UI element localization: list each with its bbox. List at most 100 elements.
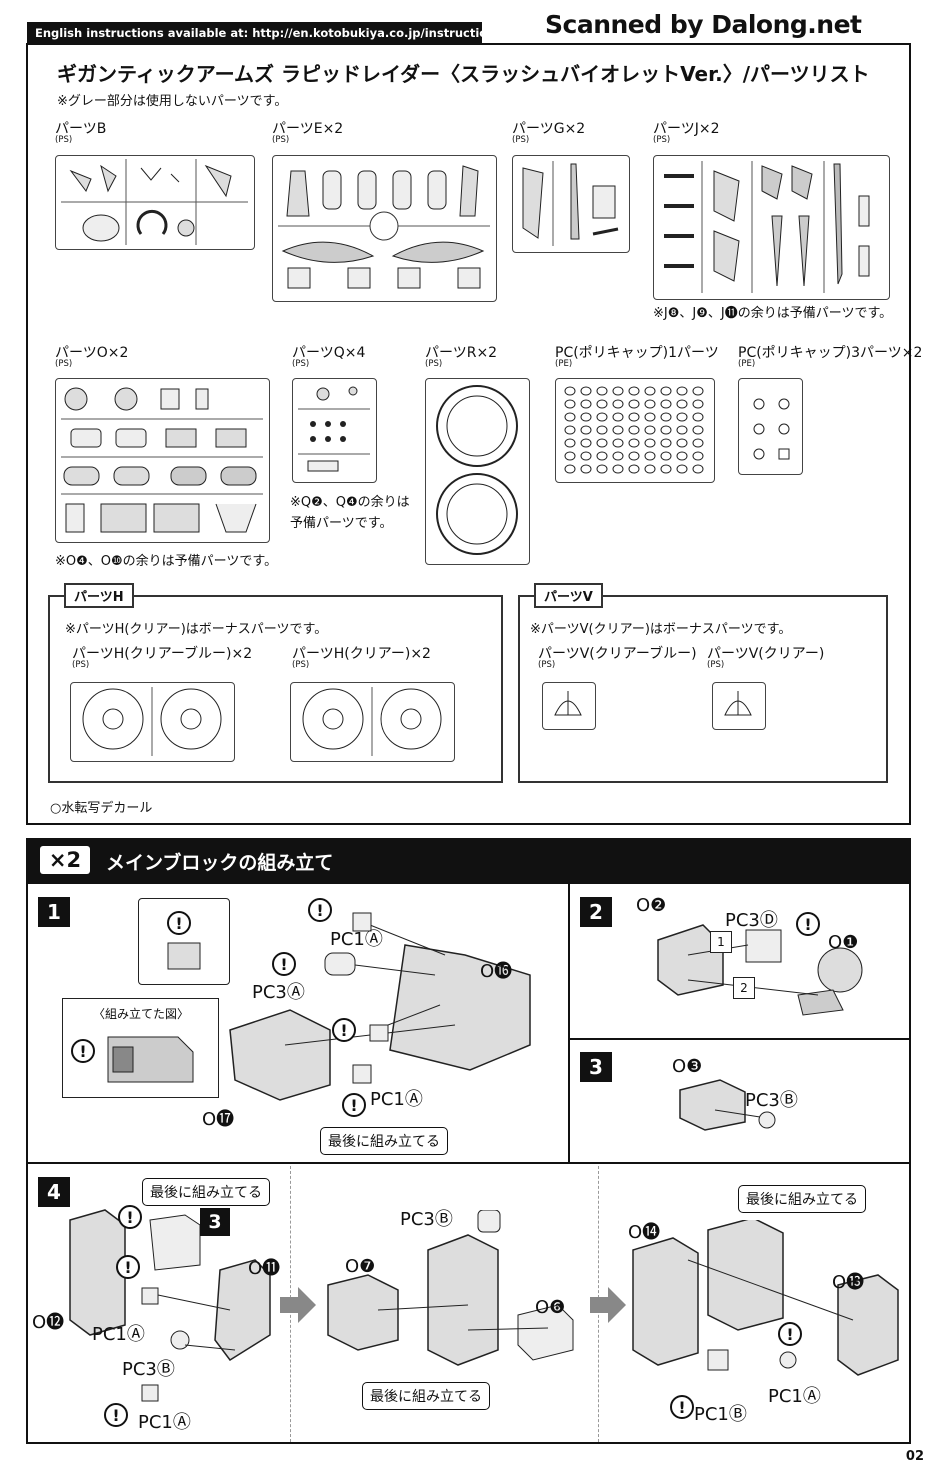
step-divider-horizontal [28, 1162, 910, 1164]
runner-q-material: (PS) [292, 359, 310, 369]
polycap-part [660, 425, 672, 435]
runner-e-material: (PS) [272, 135, 290, 145]
bonus-h-runner-blue [70, 682, 235, 762]
parts-list-frame [26, 43, 911, 825]
polycap-part [580, 399, 592, 409]
polycap-part [692, 399, 704, 409]
caution-icon: ! [342, 1093, 366, 1117]
caution-icon: ! [104, 1403, 128, 1427]
polycap-part [564, 386, 576, 396]
runner-r-parts-drawing [436, 385, 518, 555]
polycap-part [676, 425, 688, 435]
polycap-part [692, 438, 704, 448]
step-2-order-2: 2 [733, 977, 755, 999]
section-title: メインブロックの組み立て [106, 852, 334, 874]
polycap-part [612, 386, 624, 396]
runner-o-parts-drawing [61, 387, 263, 533]
polycap-part [644, 451, 656, 461]
bonus-h-variant2-label: パーツH(クリアー)×2 [292, 646, 431, 662]
polycap-part [596, 399, 608, 409]
polycap-part [676, 438, 688, 448]
polycap-part [692, 425, 704, 435]
polycap-part [612, 399, 624, 409]
step-4-middle-illustration [327, 1210, 574, 1366]
polycap-part [612, 412, 624, 422]
step-4-assemble-last-callout-2: 最後に組み立てる [362, 1382, 490, 1410]
polycap-part [596, 386, 608, 396]
step-4-part-o7: O❼ [345, 1256, 376, 1277]
bonus-v-variant2-label: パーツV(クリアー) [707, 646, 825, 662]
step-1-number: 1 [38, 897, 70, 927]
runner-pc3-material: (PE) [738, 359, 756, 369]
polycap-part [644, 412, 656, 422]
runner-pc1-label: PC(ポリキャップ)1パーツ [555, 345, 719, 361]
caution-icon: ! [116, 1255, 140, 1279]
step-4-assemble-last-callout-1: 最後に組み立てる [142, 1178, 270, 1206]
step-4-ref-step-3: 3 [200, 1208, 230, 1236]
polycap-part [692, 464, 704, 474]
polycap-part [612, 438, 624, 448]
polycap-part [628, 399, 640, 409]
step-4-part-pc3b-2: PC3Ⓑ [400, 1209, 453, 1230]
step-1-part-pc1a-bottom: PC1Ⓐ [370, 1089, 423, 1110]
bonus-h-tag: パーツH [64, 583, 134, 608]
polycap-part [628, 425, 640, 435]
runner-b-label: パーツB [55, 121, 107, 137]
assembly-frame [26, 882, 911, 1444]
caution-icon: ! [670, 1395, 694, 1419]
assembled-view-label: 〈組み立てた図〉 [93, 1007, 190, 1021]
step-3-part-o3: O❸ [672, 1056, 703, 1077]
runner-j-spare-note: ※J❽、J❾、J⓫の余りは予備パーツです。 [653, 306, 893, 321]
runner-g-material: (PS) [512, 135, 530, 145]
bonus-h-runner-clear [290, 682, 455, 762]
polycap-part [580, 451, 592, 461]
parts-list-title: ギガンティックアームズ ラピッドレイダー〈スラッシュバイオレットVer.〉/パー… [57, 62, 870, 86]
step-4-part-o6: O❻ [535, 1297, 566, 1318]
runner-q-diagram [292, 378, 377, 483]
polycap-part [644, 386, 656, 396]
step-1-assembled-view-box: 〈組み立てた図〉 ! [62, 998, 219, 1098]
runner-g-label: パーツG×2 [512, 121, 586, 137]
runner-q-label: パーツQ×4 [292, 345, 366, 361]
polycap-part [660, 438, 672, 448]
polycap-part [564, 438, 576, 448]
step-2-part-o2: O❷ [636, 895, 667, 916]
polycap-part [612, 464, 624, 474]
runner-j-material: (PS) [653, 135, 671, 145]
step-2-part-pc3d: PC3Ⓓ [725, 910, 778, 931]
runner-o-spare-note: ※O❹、O❿の余りは予備パーツです。 [55, 554, 278, 569]
bonus-v-tag: パーツV [534, 583, 603, 608]
polycap-part [628, 412, 640, 422]
polycap-part [580, 425, 592, 435]
polycap-part [676, 412, 688, 422]
instructions-url-bar: English instructions available at: http:… [27, 22, 502, 44]
polycap-part [612, 451, 624, 461]
runner-b-material: (PS) [55, 135, 73, 145]
assembled-view-drawing [107, 1036, 194, 1083]
caution-icon: ! [778, 1322, 802, 1346]
polycap-part [596, 412, 608, 422]
bonus-v-note: ※パーツV(クリアー)はボーナスパーツです。 [530, 622, 792, 637]
step-2-number: 2 [580, 897, 612, 927]
bonus-h-box: パーツH [48, 583, 503, 783]
polycap-detail-drawing [167, 942, 201, 970]
runner-pc3-diagram [738, 378, 803, 475]
polycap-part [612, 425, 624, 435]
step-1-part-pc3a: PC3Ⓐ [252, 982, 305, 1003]
polycap-part [676, 386, 688, 396]
caution-icon: ! [272, 952, 296, 976]
polycap-part [644, 399, 656, 409]
runner-e-label: パーツE×2 [272, 121, 344, 137]
runner-pc1-diagram [555, 378, 715, 483]
runner-j-label: パーツJ×2 [653, 121, 720, 137]
bonus-h-blue-drawing [82, 687, 222, 756]
step-1-part-o17: O⓱ [202, 1109, 235, 1130]
runner-g-parts-drawing [522, 161, 619, 246]
bonus-v-runner-blue [542, 682, 596, 730]
bonus-h-variant2-material: (PS) [292, 660, 310, 670]
bonus-h-variant1-label: パーツH(クリアーブルー)×2 [72, 646, 253, 662]
step-4-part-o11: O⓫ [248, 1258, 281, 1279]
step-1-part-o16: O⓰ [480, 961, 513, 982]
polycap-part [660, 386, 672, 396]
bonus-v-box: パーツV [518, 583, 888, 783]
